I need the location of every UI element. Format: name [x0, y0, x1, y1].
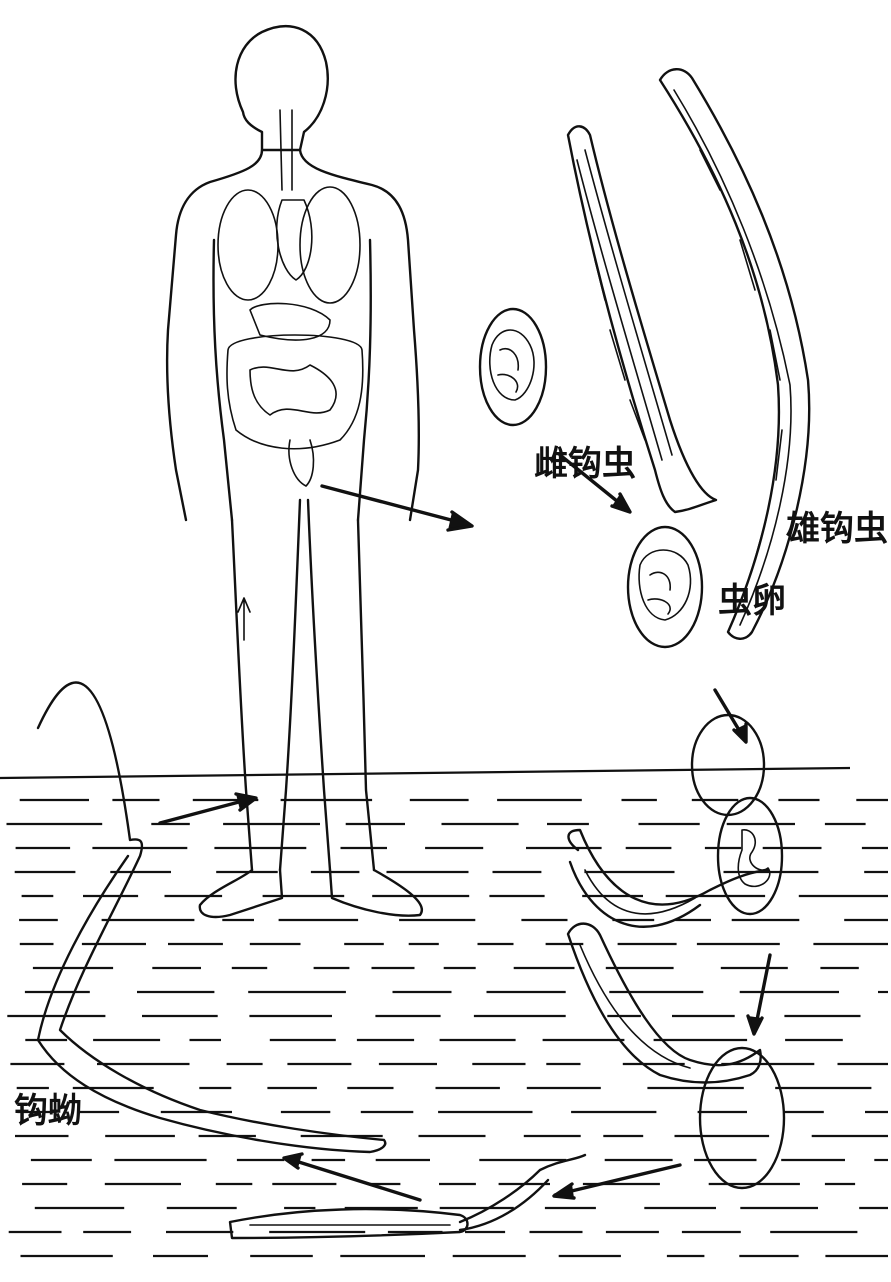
label-female-worm: 雌钩虫 — [534, 444, 636, 484]
label-larva: 钩蚴 — [14, 1091, 82, 1131]
ground-line — [0, 768, 850, 778]
label-male-worm: 雄钩虫 — [786, 509, 888, 549]
larva-right — [568, 924, 784, 1188]
egg-1 — [480, 309, 546, 425]
male-worm — [660, 69, 809, 639]
label-egg: 虫卵 — [718, 581, 786, 621]
human-figure — [167, 26, 422, 917]
egg-2 — [628, 527, 702, 647]
